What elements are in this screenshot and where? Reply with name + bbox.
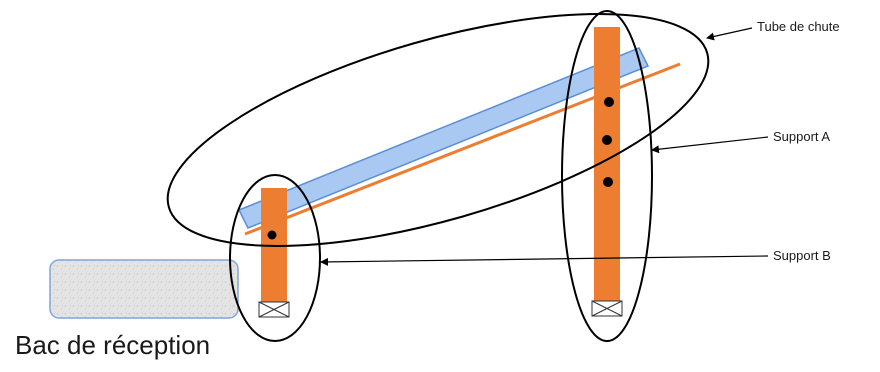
support-b-foot <box>258 301 290 318</box>
support-a-foot <box>591 300 623 317</box>
bin-label: Bac de réception <box>15 330 211 360</box>
support-a-label: Support A <box>773 129 831 144</box>
support-a-callout-arrow <box>651 136 769 154</box>
tube-ellipse <box>166 13 710 247</box>
reception-bin <box>49 259 239 319</box>
support-a-hole-3 <box>603 177 613 187</box>
support-b-hole <box>267 230 277 240</box>
support-b-ellipse <box>229 174 321 342</box>
drop-tube <box>237 47 650 229</box>
tube-label: Tube de chute <box>757 19 840 34</box>
support-a-hole-1 <box>604 97 614 107</box>
support-b-label: Support B <box>773 248 831 263</box>
support-b-callout-arrow <box>320 255 769 266</box>
tube-callout-arrow <box>706 27 753 41</box>
support-a-hole-2 <box>602 135 612 145</box>
support-a-ellipse <box>561 10 653 342</box>
